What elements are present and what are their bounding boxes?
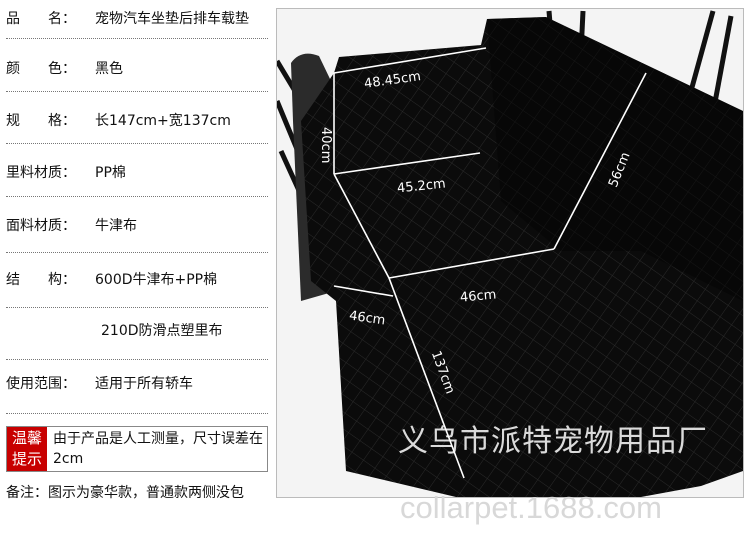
- dim-back-height: 40cm: [318, 127, 333, 164]
- spec-color: 颜 色： 黑色: [6, 58, 270, 80]
- divider: [6, 196, 268, 197]
- spec-usage: 使用范围： 适用于所有轿车: [6, 373, 270, 395]
- spec-value: 牛津布: [95, 218, 137, 234]
- spec-value: PP棉: [95, 165, 126, 181]
- spec-label: 颜 色：: [6, 61, 76, 77]
- product-photo: 48.45cm 40cm 45.2cm 56cm 46cm 46cm 137cm: [276, 8, 744, 498]
- spec-value: 长147cm+宽137cm: [95, 113, 231, 129]
- measurement-lines: [333, 47, 647, 479]
- divider: [6, 143, 268, 144]
- spec-value: 600D牛津布+PP棉: [95, 272, 218, 288]
- spec-label: 里料材质：: [6, 165, 76, 181]
- watermark-company: 义乌市派特宠物用品厂: [398, 424, 708, 459]
- spec-value: 宠物汽车坐垫后排车载垫: [95, 11, 249, 27]
- tip-badge-line: 提示: [11, 450, 42, 468]
- divider: [6, 307, 268, 308]
- spec-label: 使用范围：: [6, 376, 76, 392]
- spec-fabric: 面料材质： 牛津布: [6, 215, 270, 237]
- spec-label: 面料材质：: [6, 218, 76, 234]
- tip-text: 由于产品是人工测量，尺寸误差在2cm: [53, 431, 263, 467]
- seat-cover-illustration: [277, 10, 743, 497]
- note: 备注：图示为豪华款，普通款两侧没包: [6, 485, 244, 501]
- side-panel-shade: [487, 17, 743, 301]
- spec-structure: 结 构： 600D牛津布+PP棉: [6, 269, 270, 291]
- spec-label: 结 构：: [6, 272, 76, 288]
- tip-box: 温馨提示 由于产品是人工测量，尺寸误差在2cm: [6, 426, 268, 472]
- spec-size: 规 格： 长147cm+宽137cm: [6, 110, 270, 132]
- divider: [6, 38, 268, 39]
- divider: [6, 91, 268, 92]
- watermark-url: collarpet.1688.com: [400, 490, 662, 525]
- spec-value: 210D防滑点塑里布: [101, 323, 223, 339]
- tip-badge-line: 温馨: [11, 429, 42, 447]
- spec-structure-cont: 210D防滑点塑里布: [12, 320, 276, 342]
- dim-mid-width: 46cm: [459, 287, 497, 306]
- divider: [6, 359, 268, 360]
- spec-product-name: 品 名： 宠物汽车坐垫后排车载垫: [6, 8, 270, 30]
- spec-value: 黑色: [95, 61, 123, 77]
- divider: [6, 413, 268, 414]
- spec-lining: 里料材质： PP棉: [6, 162, 270, 184]
- spec-label: 品 名：: [6, 11, 76, 27]
- divider: [6, 252, 268, 253]
- spec-label: 规 格：: [6, 113, 76, 129]
- spec-value: 适用于所有轿车: [95, 376, 193, 392]
- tip-badge: 温馨提示: [7, 427, 47, 471]
